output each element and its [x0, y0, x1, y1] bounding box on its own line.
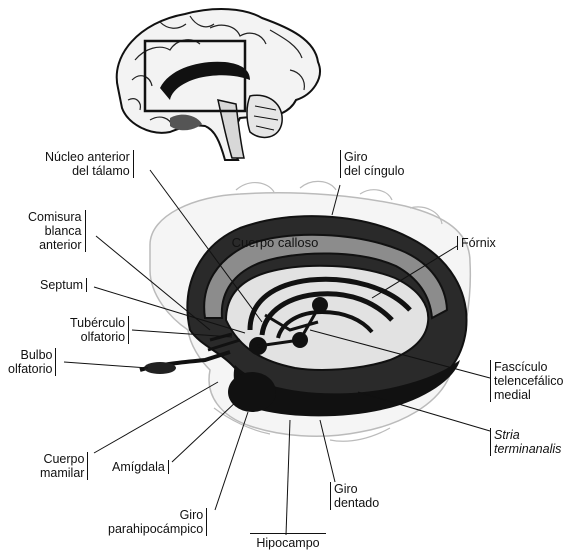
label-bulbo-olfatorio: Bulboolfatorio	[8, 348, 56, 376]
label-septum: Septum	[40, 278, 87, 292]
label-fornix: Fórnix	[457, 236, 496, 250]
label-giro-dentado: Girodentado	[330, 482, 379, 510]
label-hipocampo: Hipocampo	[250, 533, 326, 550]
label-cuerpo-mamilar: Cuerpomamilar	[40, 452, 88, 480]
label-nucleo-anterior: Núcleo anteriordel tálamo	[45, 150, 134, 178]
inset-brain	[117, 9, 320, 160]
label-giro-parahipocampico: Giroparahipocámpico	[108, 508, 207, 536]
label-stria-terminanalis: Striaterminanalis	[490, 428, 561, 456]
label-amigdala: Amígdala	[112, 460, 169, 474]
label-fasciculo-telencefalico-medial: Fascículotelencefálicomedial	[490, 360, 564, 402]
label-cuerpo-calloso: Cuerpo calloso	[232, 235, 319, 250]
label-comisura-blanca-anterior: Comisurablancaanterior	[28, 210, 86, 252]
label-giro-cingulo: Girodel cíngulo	[340, 150, 404, 178]
label-tuberculo-olfatorio: Tubérculoolfatorio	[70, 316, 129, 344]
